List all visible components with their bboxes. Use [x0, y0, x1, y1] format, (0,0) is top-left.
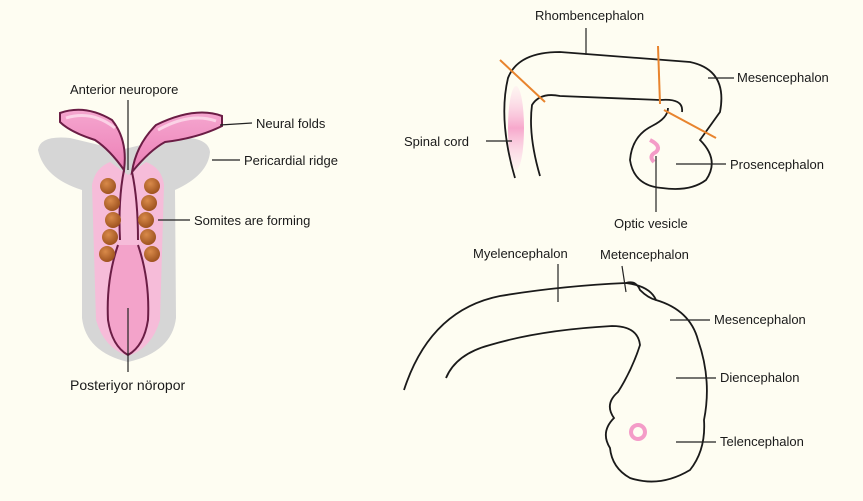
optic-vesicle-fill [650, 140, 658, 162]
label-neural-folds: Neural folds [256, 116, 326, 131]
label-pericardial-ridge: Pericardial ridge [244, 153, 338, 168]
somite [102, 229, 118, 245]
optic-ring [631, 425, 645, 439]
label-optic-vesicle: Optic vesicle [614, 216, 688, 231]
boundary-line [664, 110, 716, 138]
label-spinal-cord: Spinal cord [404, 134, 469, 149]
somite [140, 229, 156, 245]
brain-outline-inner [531, 95, 682, 176]
somite [144, 246, 160, 262]
somite [104, 195, 120, 211]
label-diencephalon: Diencephalon [720, 370, 800, 385]
three-vesicle-brain: Rhombencephalon Mesencephalon Spinal cor… [404, 8, 829, 231]
brain-outline-outer-5 [404, 283, 707, 482]
label-rhombencephalon: Rhombencephalon [535, 8, 644, 23]
label-somites: Somites are forming [194, 213, 310, 228]
brain-outline-outer [504, 52, 721, 189]
label-myelencephalon: Myelencephalon [473, 246, 568, 261]
neural-folds-leader [220, 123, 252, 125]
label-telencephalon: Telencephalon [720, 434, 804, 449]
somite [105, 212, 121, 228]
metencephalon-leader [622, 266, 626, 292]
label-mesencephalon-top: Mesencephalon [737, 70, 829, 85]
label-anterior-neuropore: Anterior neuropore [70, 82, 178, 97]
somite [99, 246, 115, 262]
metencephalon-bump [626, 282, 656, 300]
somite [100, 178, 116, 194]
boundary-line [658, 46, 660, 104]
label-metencephalon: Metencephalon [600, 247, 689, 262]
label-posterior-neuropore: Posteriyor nöropor [70, 377, 186, 393]
somite [138, 212, 154, 228]
somite [144, 178, 160, 194]
somite [141, 195, 157, 211]
label-prosencephalon: Prosencephalon [730, 157, 824, 172]
embryo-illustration: Anterior neuropore Neural folds Pericard… [38, 82, 338, 393]
five-vesicle-brain: Myelencephalon Metencephalon Mesencephal… [404, 246, 806, 482]
label-mesencephalon-bottom: Mesencephalon [714, 312, 806, 327]
